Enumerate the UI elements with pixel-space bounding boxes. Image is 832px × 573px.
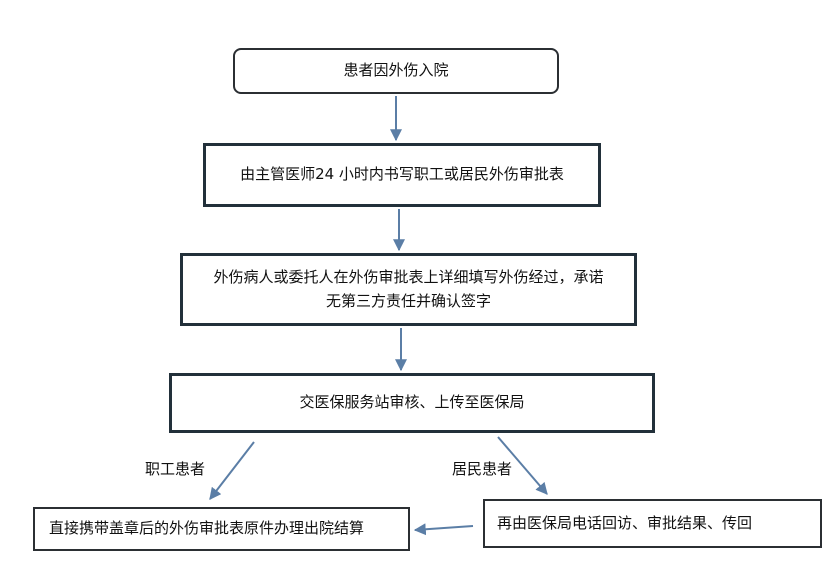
label-resident: 居民患者 (452, 460, 513, 478)
node-detail-line2: 无第三方责任并确认签字 (325, 291, 491, 310)
arrow-review-to-callback (497, 436, 548, 495)
node-review-text: 交医保服务站审核、上传至医保局 (299, 393, 525, 412)
label-employee: 职工患者 (145, 460, 206, 478)
node-review: 交医保服务站审核、上传至医保局 (169, 373, 655, 433)
node-form-text: 由主管医师24 小时内书写职工或居民外伤审批表 (240, 165, 564, 184)
node-callback: 再由医保局电话回访、审批结果、传回 (483, 499, 822, 548)
node-admit: 患者因外伤入院 (233, 48, 559, 94)
arrow-callback-to-settle (413, 523, 474, 536)
node-form: 由主管医师24 小时内书写职工或居民外伤审批表 (203, 143, 601, 207)
node-detail: 外伤病人或委托人在外伤审批表上详细填写外伤经过，承诺 无第三方责任并确认签字 (180, 253, 637, 326)
node-callback-text: 再由医保局电话回访、审批结果、传回 (497, 513, 753, 532)
node-settle-text: 直接携带盖章后的外伤审批表原件办理出院结算 (49, 519, 365, 538)
node-settle: 直接携带盖章后的外伤审批表原件办理出院结算 (33, 507, 410, 551)
node-admit-text: 患者因外伤入院 (343, 61, 449, 80)
arrow-review-to-settle (209, 441, 255, 500)
node-detail-line1: 外伤病人或委托人在外伤审批表上详细填写外伤经过，承诺 (213, 268, 604, 287)
